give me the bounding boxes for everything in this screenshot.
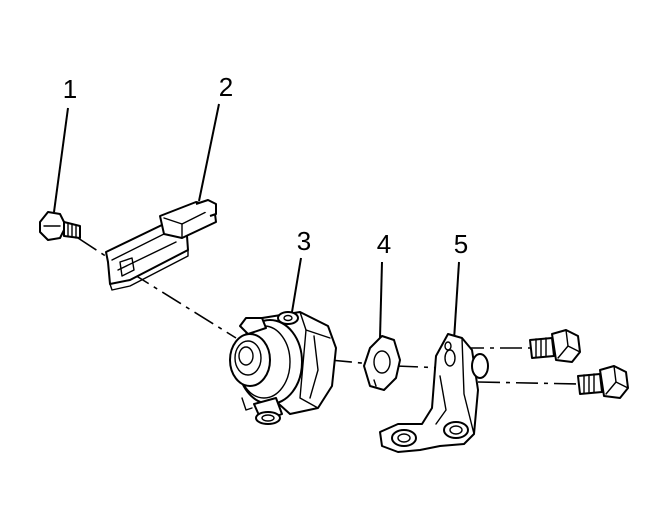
leader-line-3: [291, 257, 302, 313]
callout-number-3: 3: [297, 226, 311, 256]
alignment-line-support-lower-bolt: [477, 381, 581, 385]
callout-number-2: 2: [219, 72, 233, 102]
leader-line-4: [379, 261, 383, 339]
callout-number-1: 1: [63, 74, 77, 104]
leader-line-1: [53, 107, 69, 213]
callout-number-4: 4: [377, 229, 391, 259]
gasket-part-4: [363, 335, 401, 391]
callout-number-5: 5: [454, 229, 468, 259]
lower-bolt: [577, 365, 629, 399]
alignment-line-pump-to-gasket: [329, 359, 373, 365]
alignment-line-bracket-to-pump: [129, 271, 237, 339]
leader-line-2: [198, 103, 220, 202]
bracket-part-2: [105, 199, 217, 291]
upper-bolt: [529, 329, 581, 363]
support-bracket-part-5: [379, 333, 489, 453]
bolt-part-1: [39, 211, 81, 241]
leader-line-5: [453, 261, 460, 341]
pump-part-3: [229, 311, 337, 425]
